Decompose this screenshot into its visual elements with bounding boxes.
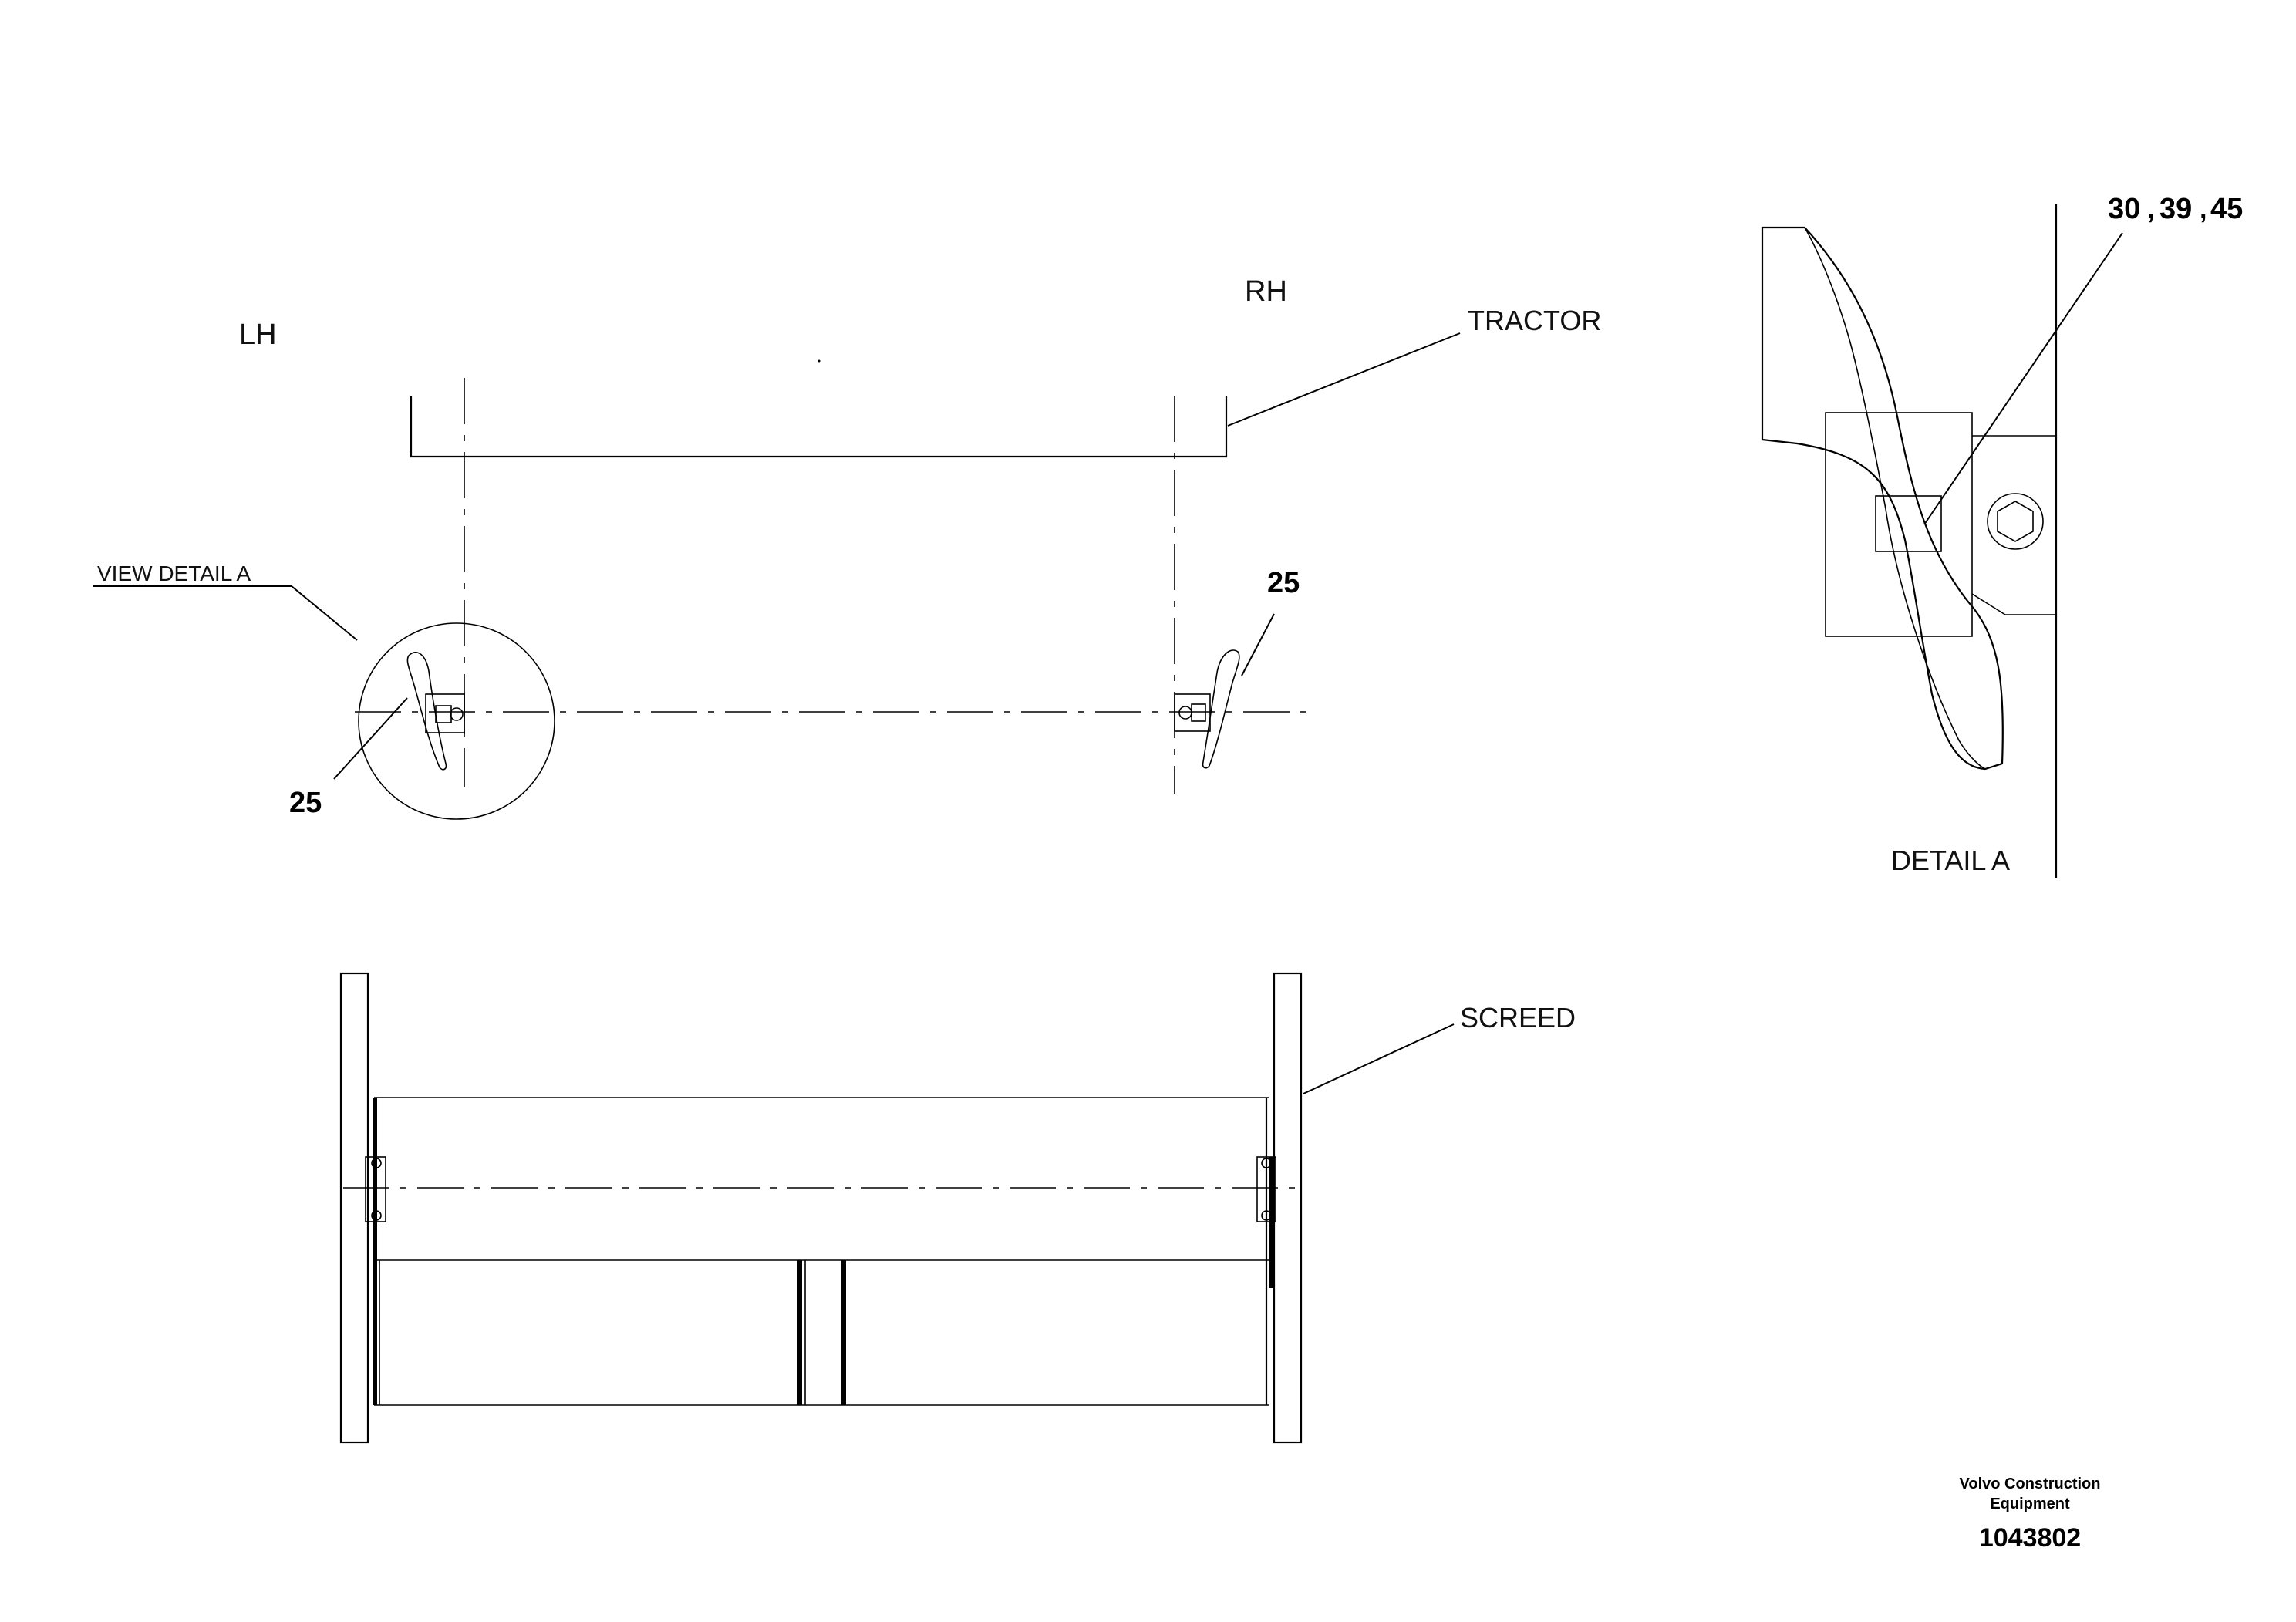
detail-a-label: DETAIL A xyxy=(1891,845,2010,876)
detail-wing-edge xyxy=(1804,227,1986,770)
right-bracket xyxy=(1174,649,1240,769)
right-bolt-bottom xyxy=(1261,1210,1272,1221)
detail-callout-sep-2: , xyxy=(2200,195,2207,224)
company-line-1: Volvo Construction xyxy=(1960,1475,2101,1492)
detail-hex-socket xyxy=(1997,501,2034,542)
detail-mount-block xyxy=(1825,412,1973,637)
tractor-outline xyxy=(410,396,1228,458)
detail-insert-block xyxy=(1875,495,1942,552)
left-callout-leader xyxy=(333,697,408,780)
tractor-top-view: LH RH TRACTOR VIEW DETAIL A xyxy=(93,275,1601,820)
left-bracket xyxy=(406,652,465,771)
right-bolt-plate xyxy=(1256,1156,1276,1222)
right-wing-plate xyxy=(1202,649,1240,769)
drawing-number: 1043802 xyxy=(1979,1523,2081,1553)
detail-callout-leader xyxy=(1923,232,2123,525)
left-bolt-bottom xyxy=(371,1210,382,1221)
right-mount-block xyxy=(1174,693,1211,732)
title-block: Volvo Construction Equipment 1043802 xyxy=(1960,1475,2101,1553)
company-line-2: Equipment xyxy=(1990,1496,2070,1512)
detail-callout-sep-1: , xyxy=(2147,195,2154,224)
screed-right-bolts xyxy=(1256,1156,1276,1222)
left-mount-block xyxy=(425,693,465,733)
left-callout-25: 25 xyxy=(289,787,322,819)
left-bolt-plate xyxy=(365,1156,386,1222)
left-bolt-top xyxy=(371,1158,382,1168)
right-bolt xyxy=(1178,706,1192,720)
detail-wing-plate xyxy=(1761,226,2004,771)
detail-bolt-head xyxy=(1987,493,2044,550)
detail-a-view: DETAIL A 30 , 39 , 45 xyxy=(1761,193,2243,878)
screed-left-bolts xyxy=(365,1156,386,1222)
detail-callout-group: 30 , 39 , 45 xyxy=(2108,193,2243,225)
left-bolt xyxy=(450,707,464,721)
screed-right-endplate xyxy=(1273,972,1303,1444)
screed-left-endplate xyxy=(339,972,369,1444)
tractor-label: TRACTOR xyxy=(1468,305,1601,336)
left-mount-insert xyxy=(435,705,452,723)
detail-callout-45: 45 xyxy=(2210,193,2243,225)
detail-base-plate xyxy=(1971,435,2057,615)
lh-label: LH xyxy=(239,319,277,351)
screed-view: SCREED xyxy=(339,972,1576,1444)
detail-a-circle xyxy=(358,622,555,820)
detail-callout-30: 30 xyxy=(2108,193,2140,225)
right-callout-leader xyxy=(1241,613,1275,676)
left-wing-plate xyxy=(406,652,447,771)
right-mount-insert xyxy=(1191,703,1206,722)
view-detail-a-label: VIEW DETAIL A xyxy=(97,561,251,585)
right-bolt-top xyxy=(1261,1158,1272,1168)
screed-leader xyxy=(1303,1023,1455,1094)
right-callout-25: 25 xyxy=(1267,567,1300,599)
center-mark xyxy=(818,359,821,363)
screed-label: SCREED xyxy=(1460,1002,1576,1034)
tractor-leader xyxy=(1227,332,1461,427)
view-detail-a-leader xyxy=(93,585,358,641)
rh-label: RH xyxy=(1245,275,1287,308)
detail-callout-39: 39 xyxy=(2159,193,2192,225)
